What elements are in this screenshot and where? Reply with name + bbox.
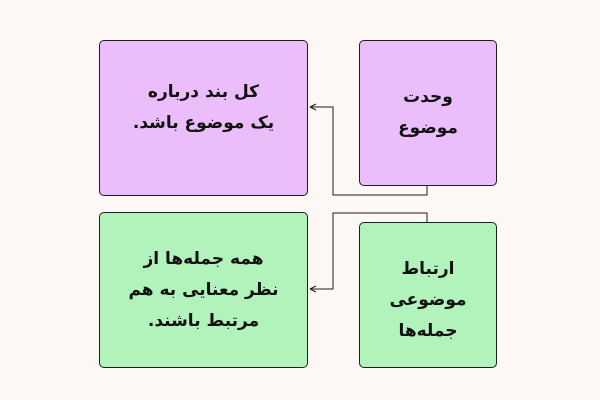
node-label: همه جمله‌ها از نظر معنایی به هم مرتبط با… [128, 248, 279, 331]
node-label: کل بند درباره یک موضوع باشد. [132, 82, 275, 133]
node-topic-unity: وحدت موضوع [359, 40, 497, 186]
connector-topic-unity [309, 103, 428, 196]
node-label: وحدت موضوع [398, 87, 458, 138]
node-sentence-relation: ارتباط موضوعی جمله‌ها [359, 222, 497, 368]
node-sentence-relation-description: همه جمله‌ها از نظر معنایی به هم مرتبط با… [99, 212, 308, 368]
node-topic-unity-description: کل بند درباره یک موضوع باشد. [99, 40, 308, 196]
connector-sentence-relation [309, 212, 428, 293]
node-label: ارتباط موضوعی جمله‌ها [389, 258, 467, 341]
